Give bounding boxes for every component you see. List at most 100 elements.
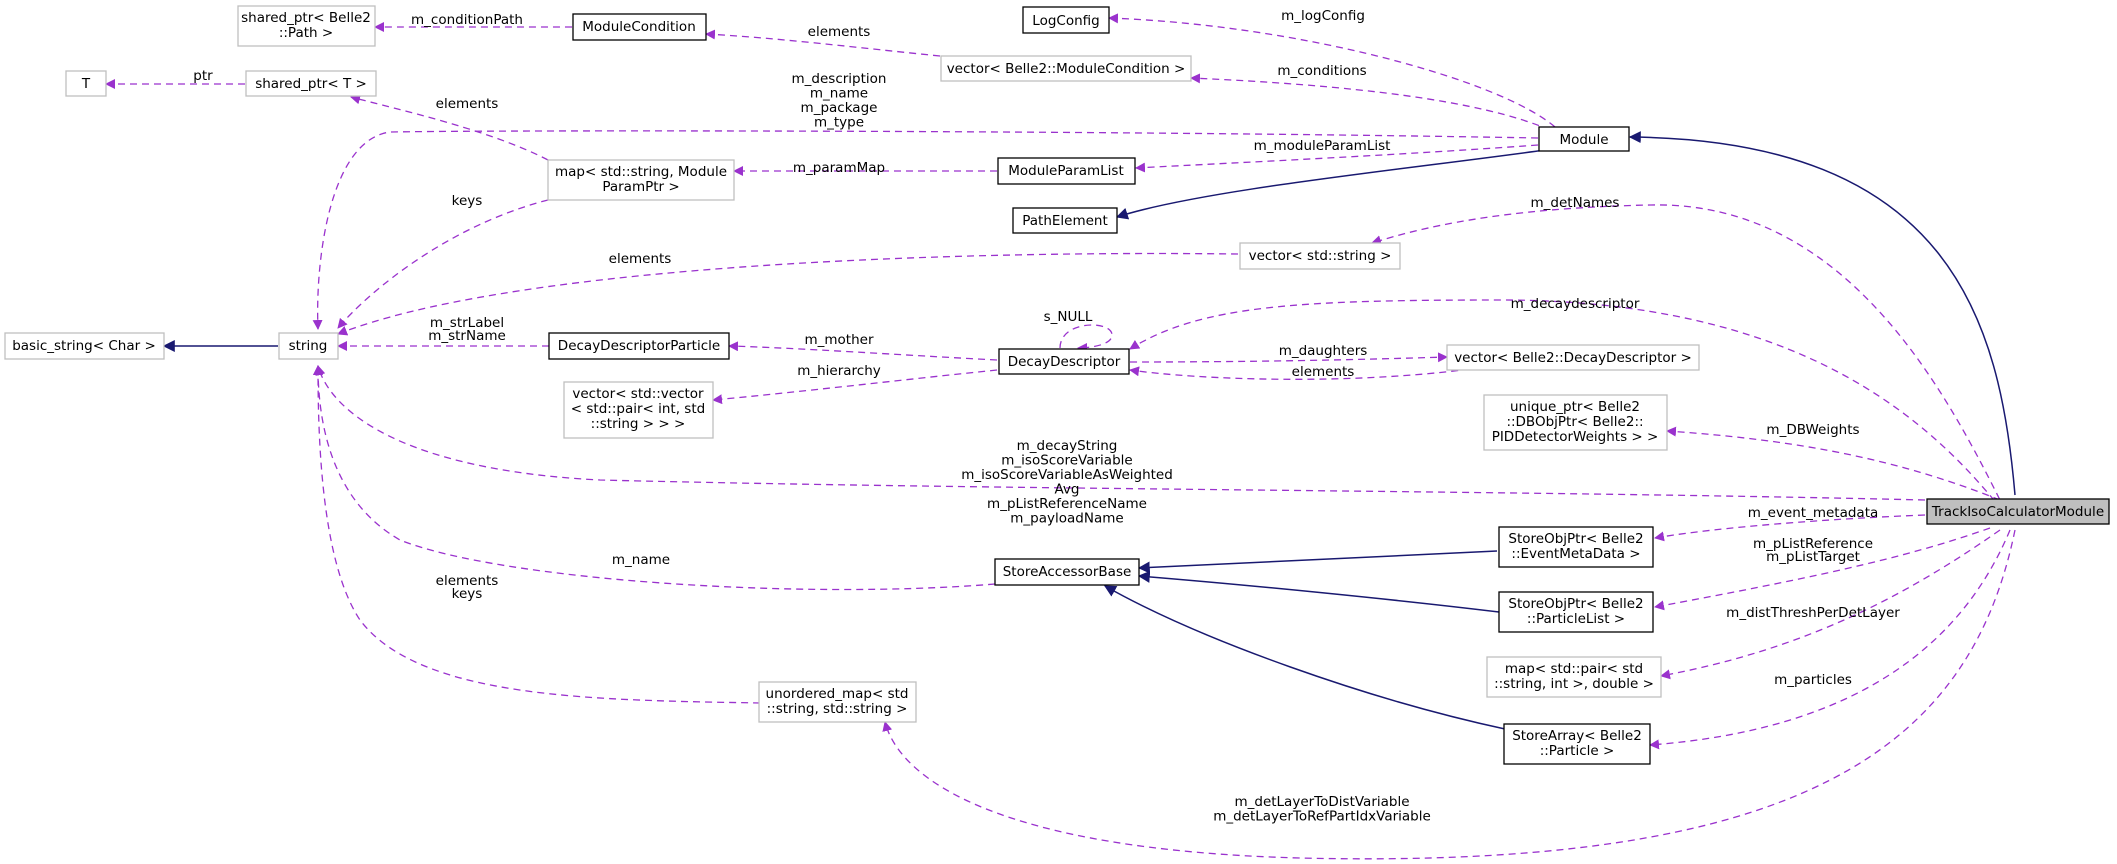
node-box-decaydescriptor[interactable] (998, 348, 1130, 375)
edge-label-elements-vector-decaydescriptor: elements (1292, 364, 1355, 380)
edge-s-null (1059, 324, 1113, 353)
node-box-storeobjptr-eventmetadata[interactable] (1498, 526, 1654, 568)
node-uniqueptr-dbobjptr[interactable]: unique_ptr< Belle2::DBObjPtr< Belle2::PI… (1492, 399, 1659, 445)
edge-keys (337, 199, 549, 329)
edge-inherit-particlelist-to-storeaccessor (1137, 570, 1500, 613)
edge-inherit-eventmeta-to-storeaccessor (1137, 550, 1498, 574)
node-storeobjptr-particlelist[interactable]: StoreObjPtr< Belle2::ParticleList > (1508, 596, 1643, 627)
node-trackisocalculatormodule[interactable]: TrackIsoCalculatorModule (1931, 504, 2104, 520)
node-box-string[interactable] (278, 332, 339, 360)
edge-label-s-null: s_NULL (1044, 309, 1093, 325)
node-box-vector-decaydescriptor[interactable] (1446, 344, 1700, 371)
node-sharedptr-t[interactable]: shared_ptr< T > (255, 76, 367, 92)
node-box-t[interactable] (65, 70, 107, 97)
node-box-decaydescriptorparticle[interactable] (548, 332, 730, 360)
edge-trackiso-strings (315, 365, 1926, 501)
edge-label-m-detnames: m_detNames (1531, 195, 1620, 211)
edge-m-conditions (1190, 73, 1551, 131)
node-box-map-moduleparamptr[interactable] (547, 159, 735, 201)
node-t[interactable]: T (81, 76, 91, 92)
node-boxes-layer (4, 5, 2110, 765)
edge-m-plistreference (1654, 527, 1991, 611)
edge-label-keys: keys (452, 193, 483, 209)
edge-m-name-storeaccessor (313, 365, 996, 591)
edge-label-m-parammap: m_paramMap (793, 160, 885, 176)
edge-elements-vector-string (337, 252, 1239, 336)
edge-elements-keys (313, 365, 761, 704)
node-box-sharedptr-t[interactable] (245, 70, 377, 97)
node-storeobjptr-eventmetadata[interactable]: StoreObjPtr< Belle2::EventMetaData > (1508, 531, 1643, 562)
node-moduleparamlist[interactable]: ModuleParamList (1008, 163, 1123, 179)
edge-m-mother (728, 341, 998, 361)
node-box-map-pair[interactable] (1486, 656, 1662, 698)
node-logconfig[interactable]: LogConfig (1032, 13, 1099, 29)
node-decaydescriptor[interactable]: DecayDescriptor (1008, 354, 1121, 370)
edge-label-m-dbweights: m_DBWeights (1766, 422, 1859, 438)
node-box-unordered-map[interactable] (758, 681, 917, 723)
edge-label-elements-vector-string: elements (609, 251, 672, 267)
edge-labels-layer: m_conditionPath elements m_logConfig m_c… (193, 8, 1900, 825)
node-pathelement[interactable]: PathElement (1022, 213, 1108, 229)
node-box-pathelement[interactable] (1012, 207, 1118, 234)
node-box-storeobjptr-particlelist[interactable] (1498, 591, 1654, 633)
edge-label-m-conditionpath: m_conditionPath (411, 12, 523, 28)
node-modulecondition[interactable]: ModuleCondition (582, 19, 696, 35)
node-box-modulecondition[interactable] (572, 13, 707, 41)
node-storearray-particle[interactable]: StoreArray< Belle2::Particle > (1512, 728, 1642, 759)
edge-m-hierarchy (712, 369, 998, 405)
edge-label-m-logconfig: m_logConfig (1281, 8, 1365, 24)
edge-label-m-distthreshperdetlayer: m_distThreshPerDetLayer (1726, 605, 1900, 621)
node-vector-modulecondition[interactable]: vector< Belle2::ModuleCondition > (947, 61, 1186, 77)
edge-m-dbweights (1666, 426, 2001, 501)
node-vector-string[interactable]: vector< std::string > (1249, 248, 1392, 264)
node-box-vector-string[interactable] (1239, 242, 1401, 270)
node-box-moduleparamlist[interactable] (997, 157, 1136, 185)
node-box-vector-pair[interactable] (563, 381, 714, 439)
edge-m-moduleparamlist (1135, 144, 1539, 173)
edge-m-decaydescriptor (1129, 299, 2003, 511)
node-module[interactable]: Module (1559, 132, 1608, 148)
edge-label-m-moduleparamlist: m_moduleParamList (1254, 138, 1391, 154)
node-box-vector-modulecondition[interactable] (940, 55, 1192, 82)
edge-label-m-conditions: m_conditions (1277, 63, 1366, 79)
node-box-basicstring[interactable] (4, 332, 165, 360)
node-storeaccessorbase[interactable]: StoreAccessorBase (1003, 564, 1132, 580)
node-vector-pair[interactable]: vector< std::vector< std::pair< int, std… (571, 386, 705, 432)
node-string[interactable]: string (289, 338, 328, 354)
edge-inherit-storearray-to-storeaccessor (1103, 585, 1506, 730)
edge-label-elements-sharedptr-t: elements (436, 96, 499, 112)
node-box-uniqueptr-dbobjptr[interactable] (1483, 394, 1668, 451)
edge-label-elements-modulecondition: elements (808, 24, 871, 40)
node-basicstring[interactable]: basic_string< Char > (12, 338, 156, 354)
edge-inherit-module-to-pathelement (1115, 149, 1546, 220)
node-vector-decaydescriptor[interactable]: vector< Belle2::DecayDescriptor > (1454, 350, 1692, 366)
edge-m-logconfig (1108, 13, 1556, 128)
edge-m-detlayer (882, 529, 2016, 860)
node-decaydescriptorparticle[interactable]: DecayDescriptorParticle (558, 338, 720, 354)
edge-m-detnames (1371, 204, 2006, 511)
edge-label-m-name-storeaccessor: m_name (612, 552, 670, 568)
edge-elements-sharedptr-t (350, 94, 549, 161)
node-box-sharedptr-path[interactable] (237, 5, 376, 47)
node-map-pair[interactable]: map< std::pair< std::string, int >, doub… (1494, 661, 1654, 692)
node-box-module[interactable] (1538, 126, 1630, 152)
node-box-storearray-particle[interactable] (1503, 723, 1651, 765)
edge-label-m-hierarchy: m_hierarchy (797, 363, 881, 379)
edge-elements-modulecondition (705, 29, 941, 57)
edge-label-m-event-metadata: m_event_metadata (1748, 505, 1879, 521)
node-sharedptr-path[interactable]: shared_ptr< Belle2::Path > (241, 10, 371, 41)
node-box-logconfig[interactable] (1022, 6, 1110, 34)
node-unordered-map[interactable]: unordered_map< std::string, std::string … (766, 686, 909, 717)
edge-inherit-trackiso-to-module (1628, 131, 2016, 496)
edge-label-m-daughters: m_daughters (1279, 343, 1368, 359)
edge-label-m-decaydescriptor: m_decaydescriptor (1511, 296, 1640, 312)
edge-m-daughters (1129, 352, 1448, 363)
node-box-trackisocalculatormodule[interactable] (1926, 498, 2110, 525)
node-box-storeaccessorbase[interactable] (994, 558, 1140, 586)
